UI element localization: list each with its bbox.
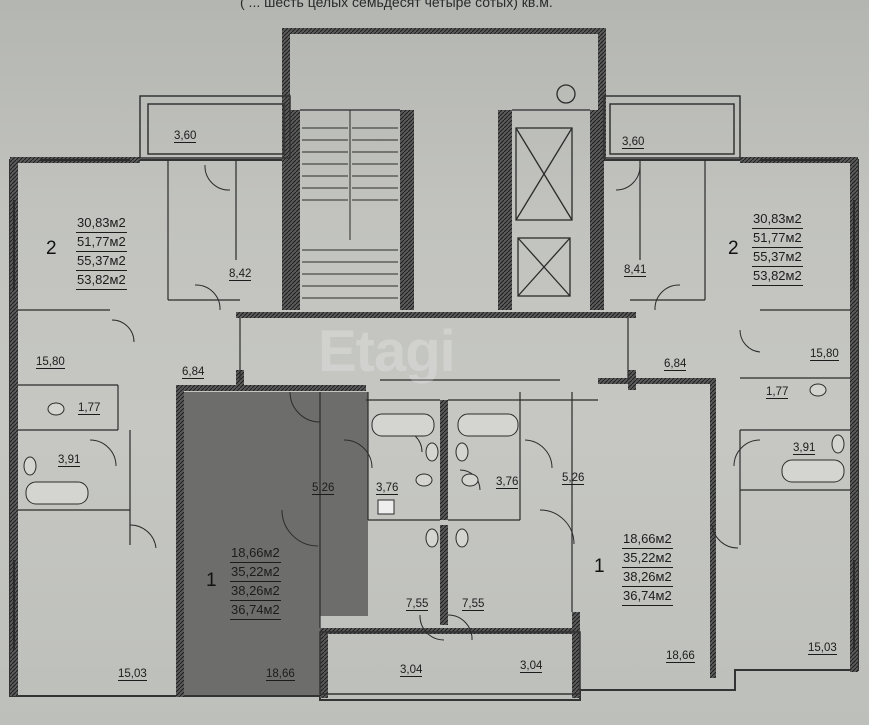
room-label-wc-left: 1,77 xyxy=(78,402,101,415)
room-label-bedroom-left: 15,03 xyxy=(118,668,147,681)
area-line: 36,74м2 xyxy=(230,601,281,620)
room-label-kitchen-center-right: 7,55 xyxy=(462,598,485,611)
room-label-wc-right: 1,77 xyxy=(766,386,789,399)
area-line: 38,26м2 xyxy=(230,582,281,601)
room-label-corridor-right: 6,84 xyxy=(664,358,687,371)
room-label-kitchen-center-left: 7,55 xyxy=(406,598,429,611)
window-openings xyxy=(13,159,855,650)
apartment-center-right-rooms: 1 xyxy=(594,556,605,577)
apartment-right-rooms: 2 xyxy=(728,238,739,259)
room-label-hall-right: 8,41 xyxy=(624,264,647,277)
area-line: 18,66м2 xyxy=(622,530,673,549)
room-label-bath-right: 3,91 xyxy=(793,442,816,455)
area-line: 53,82м2 xyxy=(76,271,127,290)
room-label-corridor-left: 6,84 xyxy=(182,366,205,379)
elevator-shafts xyxy=(515,84,576,297)
room-label-loggia-right: 3,04 xyxy=(520,660,543,673)
area-line: 35,22м2 xyxy=(230,563,281,582)
room-label-loggia-left: 3,04 xyxy=(400,664,423,677)
room-label-hall-center-right: 5,26 xyxy=(562,472,585,485)
area-line: 36,74м2 xyxy=(622,587,673,606)
wall-hatching xyxy=(10,28,858,698)
area-line: 51,77м2 xyxy=(752,229,803,248)
area-line: 55,37м2 xyxy=(752,248,803,267)
header-caption: ( ... шесть целых семьдесят четыре сотых… xyxy=(240,0,553,10)
room-label-living-right: 15,80 xyxy=(810,348,839,361)
area-line: 18,66м2 xyxy=(230,544,281,563)
area-line: 30,83м2 xyxy=(76,214,127,233)
room-label-bedroom-right: 15,03 xyxy=(808,642,837,655)
bathtubs xyxy=(25,413,845,505)
apartment-left-rooms: 2 xyxy=(46,238,57,259)
room-label-bath-center-right: 3,76 xyxy=(496,476,519,489)
apartment-center-left-areas: 18,66м2 35,22м2 38,26м2 36,74м2 xyxy=(230,544,281,620)
apartment-center-right-areas: 18,66м2 35,22м2 38,26м2 36,74м2 xyxy=(622,530,673,606)
apartment-left-areas: 30,83м2 51,77м2 55,37м2 53,82м2 xyxy=(76,214,127,290)
area-line: 38,26м2 xyxy=(622,568,673,587)
apartment-right-areas: 30,83м2 51,77м2 55,37м2 53,82м2 xyxy=(752,210,803,286)
room-label-bath-center-left: 3,76 xyxy=(376,482,399,495)
room-label-balcony-right: 3,60 xyxy=(622,136,645,149)
room-label-balcony-left: 3,60 xyxy=(174,130,197,143)
area-line: 55,37м2 xyxy=(76,252,127,271)
area-line: 53,82м2 xyxy=(752,267,803,286)
door-swings xyxy=(89,164,761,641)
staircase xyxy=(302,110,398,299)
room-label-room-center-right: 18,66 xyxy=(666,650,695,663)
watermark: Etagi xyxy=(318,319,456,384)
partitions xyxy=(18,109,850,628)
room-label-bath-left: 3,91 xyxy=(58,454,81,467)
area-line: 35,22м2 xyxy=(622,549,673,568)
room-label-hall-left: 8,42 xyxy=(229,268,252,281)
balconies xyxy=(139,95,741,695)
room-label-living-left: 15,80 xyxy=(36,356,65,369)
highlighted-hall-fill xyxy=(276,392,368,616)
toilets-and-sinks xyxy=(23,383,845,548)
apartment-center-left-rooms: 1 xyxy=(206,570,217,591)
area-line: 51,77м2 xyxy=(76,233,127,252)
room-label-hall-center-left: 5,26 xyxy=(312,482,335,495)
area-line: 30,83м2 xyxy=(752,210,803,229)
room-label-room-center-left: 18,66 xyxy=(266,668,295,681)
